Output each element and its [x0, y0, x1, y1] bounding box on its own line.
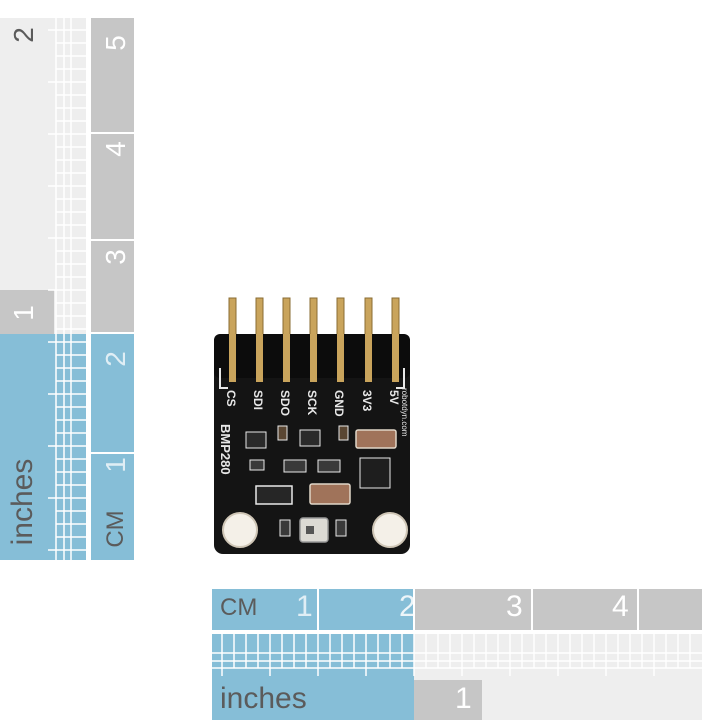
chip-label: BMP280	[218, 424, 233, 475]
pin-label-sdo: SDO	[278, 390, 292, 416]
horizontal-ruler-inch-highlight	[212, 680, 414, 720]
horizontal-cm-label: CM	[220, 594, 258, 621]
pin-label-3v3: 3V3	[360, 390, 374, 412]
mounting-hole-right	[372, 512, 408, 548]
horizontal-inch-number-1: 1	[455, 682, 472, 715]
website-label: robotdyn.com	[400, 388, 409, 437]
horizontal-ruler-cm-highlight	[212, 589, 414, 630]
vertical-ruler-inch-one-box	[0, 290, 54, 334]
horizontal-ruler-cm-track	[414, 589, 702, 630]
horizontal-cm-number-1: 1	[296, 590, 313, 623]
mounting-hole-left	[222, 512, 258, 548]
horizontal-cm-number-4: 4	[612, 590, 629, 623]
pin-label-sck: SCK	[305, 390, 319, 416]
pin-label-gnd: GND	[332, 390, 346, 417]
pin-label-cs: CS	[224, 390, 238, 407]
vertical-ruler-cm-highlight	[91, 334, 134, 560]
smd-components	[245, 425, 397, 543]
horizontal-ruler-inch-track	[482, 680, 702, 720]
pin-label-5v: 5V	[387, 390, 401, 405]
horizontal-cm-number-3: 3	[506, 590, 523, 623]
horizontal-ruler-inch-box	[414, 680, 482, 720]
pin-label-sdi: SDI	[251, 390, 265, 410]
horizontal-inch-label: inches	[220, 682, 307, 715]
vertical-ruler-cm-track	[91, 18, 134, 334]
horizontal-cm-number-2: 2	[399, 590, 416, 623]
